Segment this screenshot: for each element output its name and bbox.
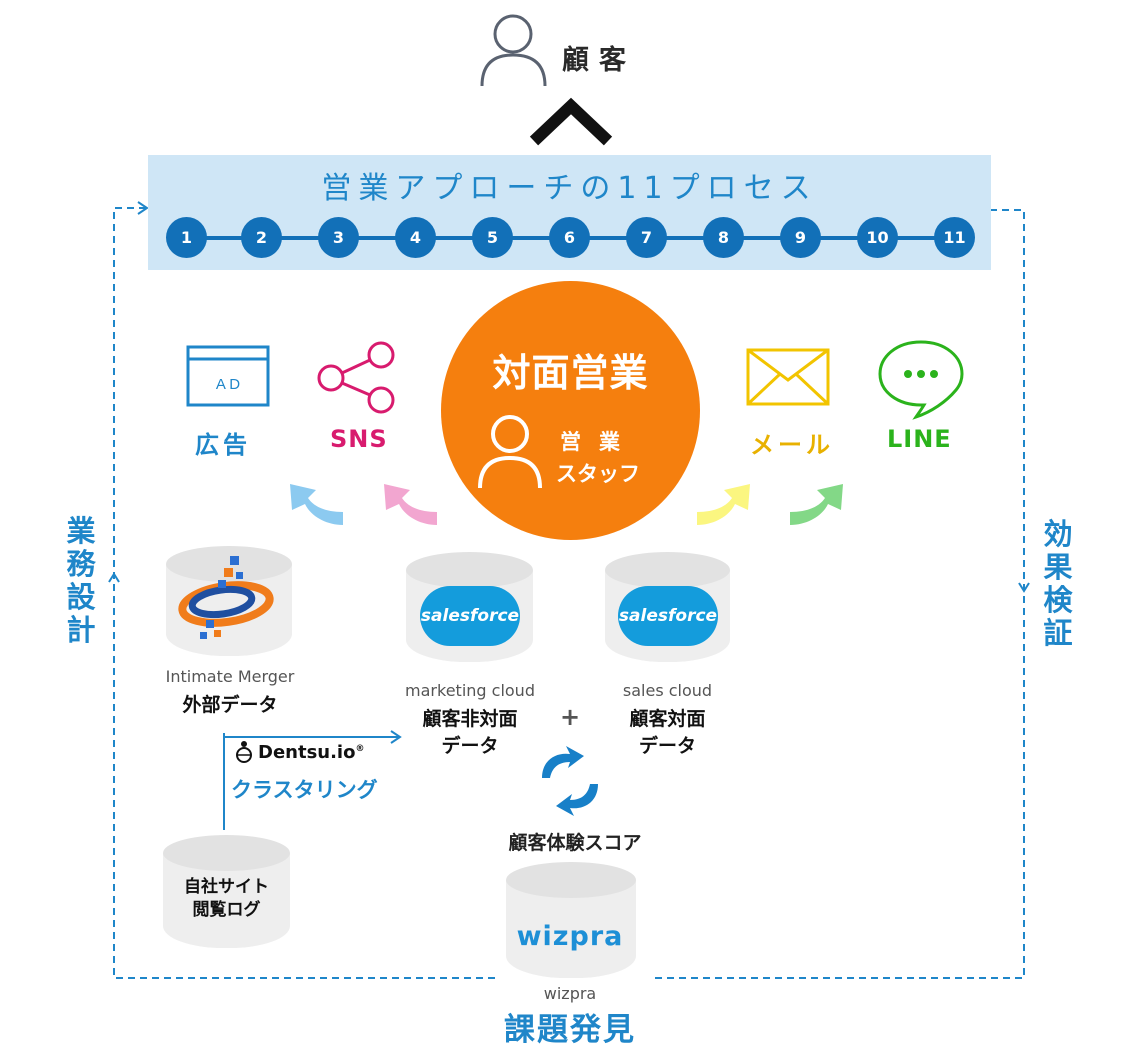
non-face-data-line2: データ <box>441 735 499 757</box>
staff-person-icon <box>478 415 542 489</box>
face-data-line2: データ <box>638 735 696 757</box>
plus-sign: + <box>560 703 581 731</box>
process-step: 9 <box>780 217 821 258</box>
process-title: 営業アプローチの11プロセス <box>321 171 818 206</box>
sales-cloud-label: sales cloud <box>622 681 713 700</box>
ad-icon-text: A D <box>216 376 240 393</box>
mail-label: メール <box>750 431 834 459</box>
process-step: 7 <box>626 217 667 258</box>
process-step: 2 <box>241 217 282 258</box>
cycle-arrows-icon <box>542 746 598 816</box>
external-data-label: 外部データ <box>182 694 278 716</box>
process-step: 10 <box>857 217 898 258</box>
staff-label-line2: スタッフ <box>556 462 640 486</box>
non-face-data-label: 顧客非対面 データ <box>380 706 560 760</box>
dentsu-name: Dentsu.io <box>258 742 356 763</box>
business-design-label: 業務設計 <box>66 514 96 647</box>
non-face-data-line1: 顧客非対面 <box>422 708 518 730</box>
process-step: 1 <box>166 217 207 258</box>
intimate-merger-logo <box>178 556 274 639</box>
site-log-label: 自社サイト 閲覧ログ <box>163 876 290 922</box>
wizpra-db <box>506 862 636 978</box>
process-step: 6 <box>549 217 590 258</box>
process-step: 5 <box>472 217 513 258</box>
process-step: 4 <box>395 217 436 258</box>
wizpra-label: wizpra <box>543 984 597 1003</box>
ad-icon: A D <box>186 345 270 407</box>
ad-label: 広告 <box>195 431 251 459</box>
dentsu-registered-mark: ® <box>355 744 365 754</box>
effect-verification-label: 効果検証 <box>1043 517 1073 650</box>
salesforce-logo: salesforce <box>618 586 718 646</box>
dentsu-globe-icon <box>236 741 252 763</box>
process-step: 3 <box>318 217 359 258</box>
share-icon <box>317 341 395 414</box>
line-label: LINE <box>887 425 952 453</box>
face-data-line1: 顧客対面 <box>629 708 706 730</box>
process-step: 8 <box>703 217 744 258</box>
issue-discovery-label: 課題発見 <box>504 1012 636 1048</box>
clustering-label: クラスタリング <box>231 778 378 802</box>
wizpra-logo: wizpra <box>516 921 624 952</box>
salesforce-logo: salesforce <box>420 586 520 646</box>
site-log-line2: 閲覧ログ <box>192 900 261 920</box>
cx-score-label: 顧客体験スコア <box>508 832 642 854</box>
sns-label: SNS <box>330 425 388 453</box>
face-to-face-circle <box>441 281 700 540</box>
line-chat-icon <box>878 340 964 420</box>
intimate-merger-label: Intimate Merger <box>165 667 295 686</box>
face-to-face-title: 対面営業 <box>492 351 649 395</box>
staff-label-line1: 営業 <box>560 430 638 454</box>
site-log-db <box>163 835 290 948</box>
customer-label: 顧客 <box>562 45 636 76</box>
mail-icon <box>746 348 830 406</box>
face-data-label: 顧客対面 データ <box>580 706 755 760</box>
dentsu-label: Dentsu.io® <box>258 742 364 763</box>
channel-arrows <box>290 484 843 525</box>
site-log-line1: 自社サイト <box>184 877 269 897</box>
process-step: 11 <box>934 217 975 258</box>
marketing-cloud-label: marketing cloud <box>405 681 535 700</box>
customer-person-icon <box>480 14 547 87</box>
